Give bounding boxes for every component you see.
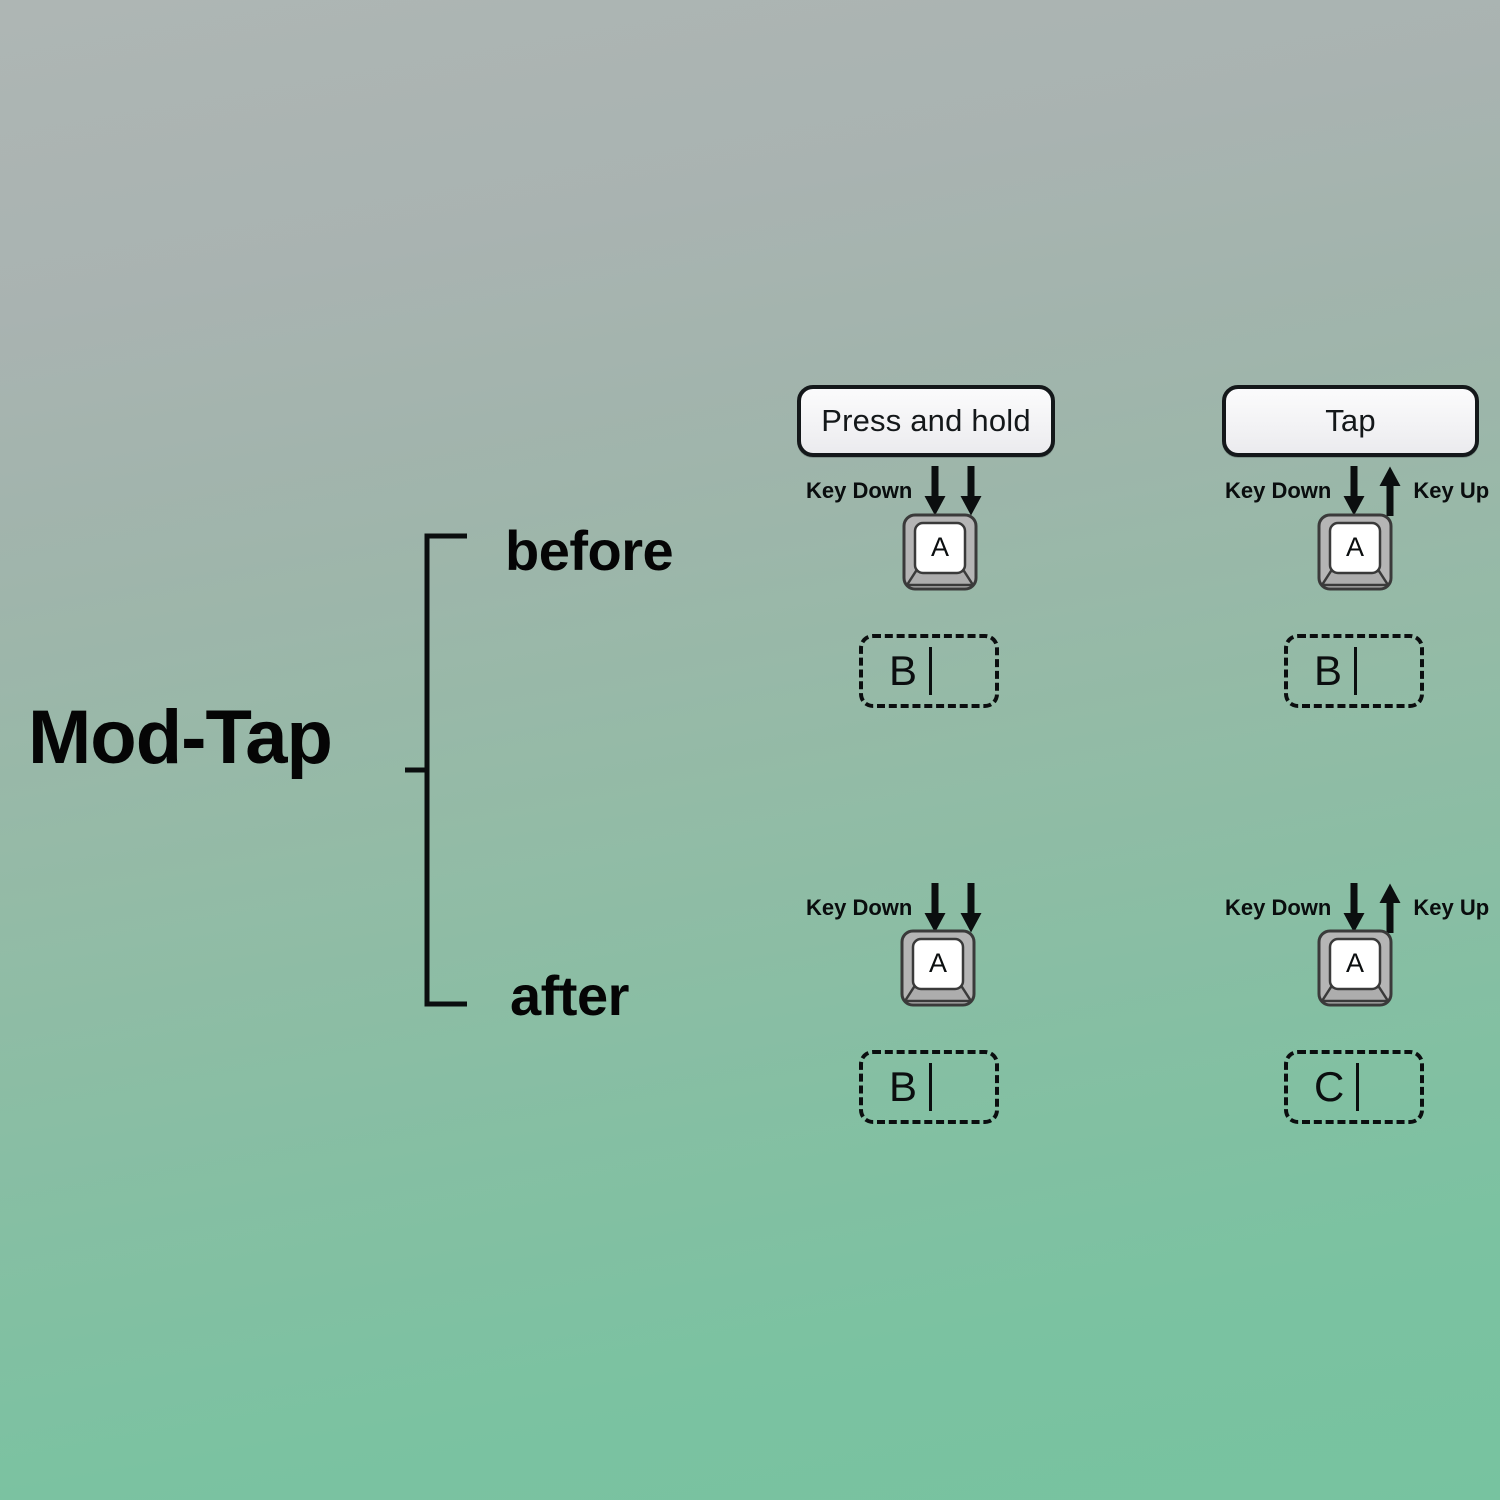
column-header-press-and-hold-label: Press and hold — [821, 403, 1031, 438]
arrow-group-down-down — [924, 883, 982, 933]
event-label-key-down: Key Down — [1225, 895, 1332, 920]
arrow-group-down-up — [1343, 883, 1401, 933]
output-textbox-after-press[interactable]: B — [859, 1050, 999, 1124]
output-letter: B — [889, 647, 918, 694]
arrow-down-icon — [1343, 466, 1365, 516]
output-textbox-before-press[interactable]: B — [859, 634, 999, 708]
column-header-tap[interactable]: Tap — [1222, 385, 1479, 457]
text-caret — [929, 1063, 933, 1111]
keycap-letter: A — [1346, 948, 1364, 978]
column-header-tap-label: Tap — [1325, 403, 1376, 438]
arrow-down-icon — [960, 883, 982, 933]
event-row-before-tap: Key Down Key Up — [1225, 465, 1489, 517]
event-label-key-down: Key Down — [806, 895, 913, 920]
event-label-key-up: Key Up — [1413, 895, 1490, 920]
arrow-up-icon — [1379, 466, 1401, 516]
event-row-before-press: Key Down — [806, 465, 994, 517]
arrow-down-icon — [924, 466, 946, 516]
text-caret — [1356, 1063, 1360, 1111]
branch-label-after: after — [510, 964, 629, 1027]
output-letter: C — [1314, 1063, 1345, 1110]
arrow-down-icon — [924, 883, 946, 933]
arrow-down-icon — [960, 466, 982, 516]
event-row-after-press: Key Down — [806, 882, 994, 934]
keycap-a[interactable]: A — [1317, 929, 1393, 1011]
keycap-letter: A — [929, 948, 947, 978]
output-letter: B — [889, 1063, 918, 1110]
output-textbox-after-tap[interactable]: C — [1284, 1050, 1424, 1124]
branch-label-before: before — [505, 519, 674, 582]
output-textbox-before-tap[interactable]: B — [1284, 634, 1424, 708]
page-title: Mod-Tap — [28, 695, 333, 780]
event-label-key-down: Key Down — [1225, 478, 1332, 503]
arrow-group-down-down — [924, 466, 982, 516]
keycap-letter: A — [931, 532, 949, 562]
arrow-down-icon — [1343, 883, 1365, 933]
output-letter: B — [1314, 647, 1343, 694]
event-row-after-tap: Key Down Key Up — [1225, 882, 1489, 934]
keycap-letter: A — [1346, 532, 1364, 562]
keycap-a[interactable]: A — [1317, 513, 1393, 595]
arrow-up-icon — [1379, 883, 1401, 933]
event-label-key-up: Key Up — [1413, 478, 1490, 503]
arrow-group-down-up — [1343, 466, 1401, 516]
text-caret — [1354, 647, 1358, 695]
keycap-a[interactable]: A — [900, 929, 976, 1011]
branch-bracket — [405, 533, 467, 1007]
column-header-press-and-hold[interactable]: Press and hold — [797, 385, 1055, 457]
text-caret — [929, 647, 933, 695]
keycap-a[interactable]: A — [902, 513, 978, 595]
event-label-key-down: Key Down — [806, 478, 913, 503]
